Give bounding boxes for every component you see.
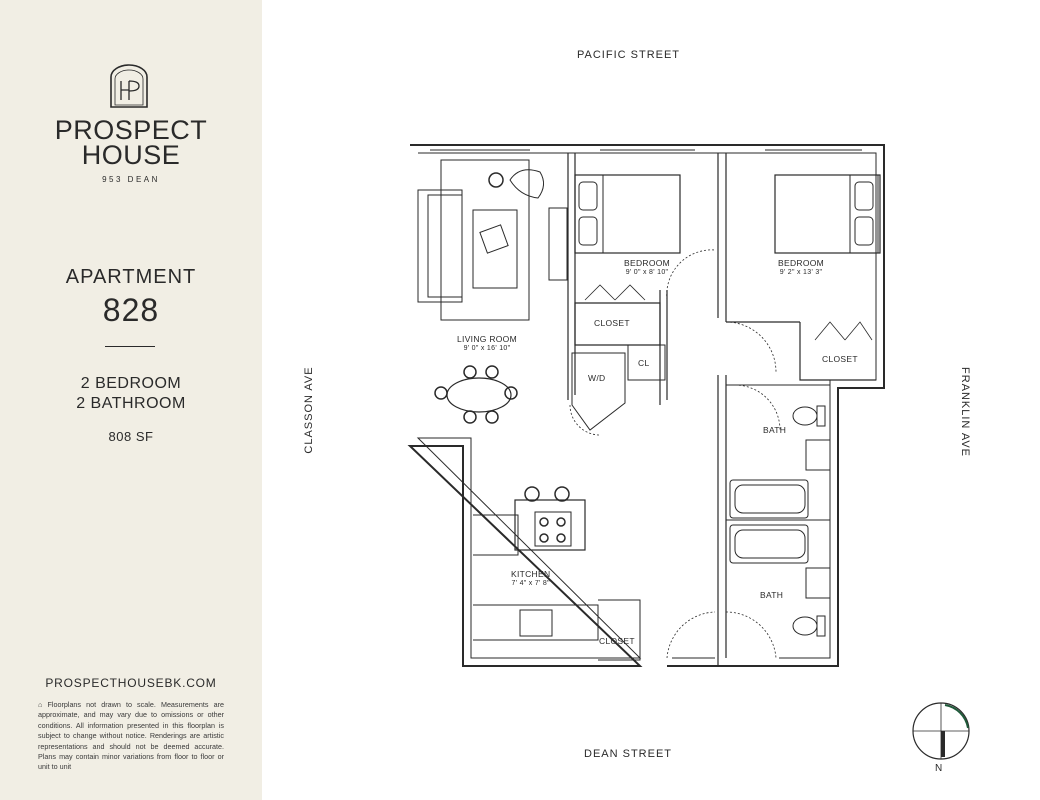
brand-name-line2: HOUSE bbox=[81, 140, 181, 170]
brand-address: 953 DEAN bbox=[102, 175, 160, 184]
room-bedroom2: BEDROOM 9' 2" x 13' 3" bbox=[778, 258, 824, 278]
room-bedroom2-name: BEDROOM bbox=[778, 258, 825, 268]
cl-label: CL bbox=[638, 358, 650, 368]
prospect-house-logo bbox=[110, 64, 148, 108]
closet-label-1: CLOSET bbox=[594, 318, 630, 328]
compass-north-label: N bbox=[935, 763, 943, 774]
brand-name-line1: PROSPECT bbox=[54, 115, 208, 145]
sidebar: PROSPECT HOUSE 953 DEAN APARTMENT 828 2 … bbox=[0, 0, 262, 800]
divider bbox=[105, 346, 155, 347]
disclaimer-text: Floorplans not drawn to scale. Measureme… bbox=[38, 700, 224, 772]
home-icon: ⌂ bbox=[38, 700, 48, 709]
room-kitchen: KITCHEN 7' 4" x 7' 8" bbox=[511, 569, 550, 589]
room-bedroom1-name: BEDROOM bbox=[624, 258, 671, 268]
bedroom-count: 2 BEDROOM bbox=[80, 375, 182, 392]
room-bedroom2-dims: 9' 2" x 13' 3" bbox=[779, 269, 823, 276]
apartment-number: 828 bbox=[102, 292, 160, 328]
room-living-dims: 9' 0" x 16' 10" bbox=[463, 345, 511, 352]
bath-label-2: BATH bbox=[760, 590, 784, 600]
website-link[interactable]: PROSPECTHOUSEBK.COM bbox=[45, 676, 217, 690]
room-living-name: LIVING ROOM bbox=[457, 334, 517, 344]
room-living: LIVING ROOM 9' 0" x 16' 10" bbox=[457, 334, 517, 354]
compass-icon bbox=[912, 702, 970, 760]
outer-wall bbox=[407, 144, 885, 667]
street-south: DEAN STREET bbox=[584, 748, 673, 760]
room-bedroom1: BEDROOM 9' 0" x 8' 10" bbox=[624, 258, 670, 278]
room-kitchen-dims: 7' 4" x 7' 8" bbox=[511, 580, 550, 587]
disclaimer: ⌂ Floorplans not drawn to scale. Measure… bbox=[38, 700, 224, 773]
square-footage: 808 SF bbox=[108, 429, 154, 444]
bath-label-1: BATH bbox=[763, 425, 787, 435]
street-north: PACIFIC STREET bbox=[577, 49, 681, 61]
apartment-label: APARTMENT bbox=[65, 266, 197, 288]
unit-type: 2 BEDROOM 2 BATHROOM bbox=[0, 374, 262, 414]
room-bedroom1-dims: 9' 0" x 8' 10" bbox=[625, 269, 669, 276]
inner-wall bbox=[416, 152, 877, 659]
closet-label-3: CLOSET bbox=[599, 636, 635, 646]
wd-label: W/D bbox=[588, 373, 606, 383]
room-kitchen-name: KITCHEN bbox=[511, 569, 551, 579]
bathroom-count: 2 BATHROOM bbox=[76, 395, 186, 412]
closet-label-2: CLOSET bbox=[822, 354, 858, 364]
